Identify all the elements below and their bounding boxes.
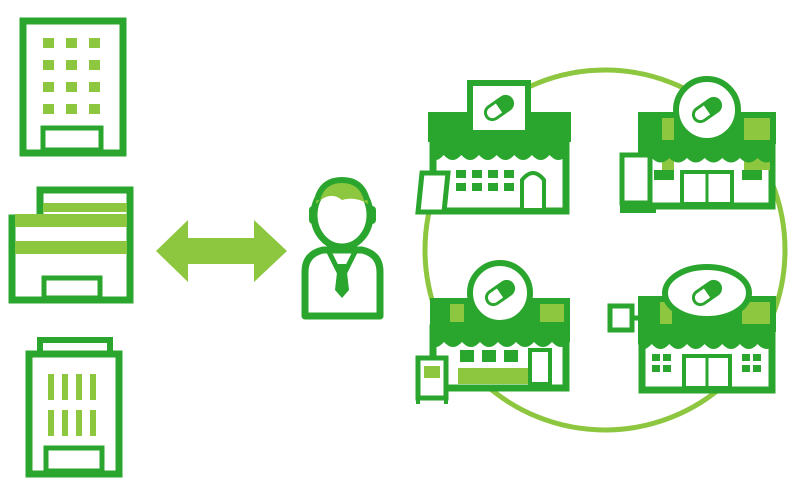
factory-building-icon — [8, 186, 134, 304]
pharmacy-store-icon — [607, 264, 776, 394]
apartment-block-icon — [25, 337, 123, 478]
pharmacy-store-icon — [415, 80, 571, 215]
businessman-icon — [301, 176, 384, 320]
store-network-ring — [422, 67, 788, 433]
office-tower-icon — [19, 17, 127, 157]
pharmacy-store-icon — [415, 260, 570, 404]
double-arrow-icon — [156, 220, 287, 282]
pharmacy-store-icon — [619, 76, 776, 213]
